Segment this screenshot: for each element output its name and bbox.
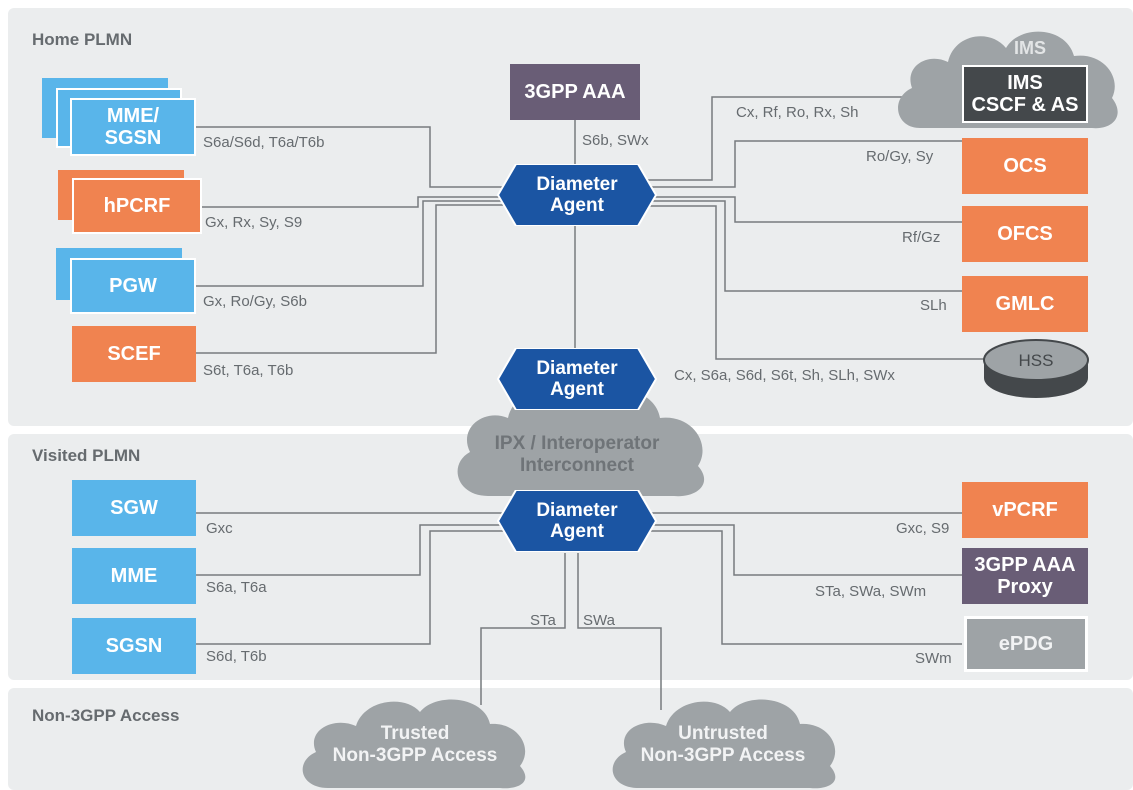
sgw-interface-label: Gxc bbox=[206, 520, 233, 537]
mme-sgsn-node: MME/ SGSN bbox=[70, 98, 196, 156]
home-plmn-title: Home PLMN bbox=[32, 30, 133, 49]
link-trusted bbox=[480, 553, 566, 705]
hpcrf-interface-label: Gx, Rx, Sy, S9 bbox=[205, 214, 303, 231]
link-ocs bbox=[648, 140, 962, 188]
untrusted-access-cloud bbox=[612, 699, 836, 789]
trusted-access-label: Trusted Non-3GPP Access bbox=[332, 723, 498, 766]
edge-diameter-agent-label: Diameter Agent bbox=[536, 358, 618, 400]
link-aaa-proxy bbox=[648, 524, 962, 576]
mme-node: MME bbox=[72, 548, 196, 604]
gmlc-node: GMLC bbox=[962, 276, 1088, 332]
ipx-cloud bbox=[457, 388, 705, 497]
ocs-interface-label: Ro/Gy, Sy bbox=[866, 148, 934, 165]
3gpp-aaa-label: 3GPP AAA bbox=[524, 81, 626, 103]
link-pgw bbox=[196, 200, 505, 287]
untrusted-access-label: Untrusted Non-3GPP Access bbox=[640, 723, 806, 766]
scef-node: SCEF bbox=[72, 326, 196, 382]
hpcrf-label: hPCRF bbox=[103, 195, 171, 217]
ipx-label: IPX / Interoperator Interconnect bbox=[494, 433, 660, 476]
link-mme-sgsn bbox=[196, 126, 505, 188]
scef-interface-label: S6t, T6a, T6b bbox=[203, 362, 294, 379]
non3gpp-zone: Non-3GPP Access bbox=[8, 688, 1133, 790]
gmlc-label: GMLC bbox=[995, 293, 1055, 315]
hpcrf-node: hPCRF bbox=[72, 178, 202, 234]
vpcrf-label: vPCRF bbox=[992, 499, 1058, 521]
edge-diameter-agent-shape bbox=[496, 348, 658, 410]
mme-sgsn-interface-label: S6a/S6d, T6a/T6b bbox=[203, 134, 325, 151]
sgsn-interface-label: S6d, T6b bbox=[206, 648, 267, 665]
scef-label: SCEF bbox=[107, 343, 161, 365]
aaa-proxy-interface-label: STa, SWa, SWm bbox=[815, 583, 927, 600]
link-ims bbox=[648, 96, 962, 181]
visited-diameter-agent-label: Diameter Agent bbox=[536, 500, 618, 542]
aaa-interface-label: S6b, SWx bbox=[582, 132, 649, 149]
link-sgsn bbox=[196, 530, 505, 645]
hss-interface-label: Cx, S6a, S6d, S6t, Sh, SLh, SWx bbox=[674, 367, 895, 384]
link-scef bbox=[196, 204, 505, 354]
non3gpp-title: Non-3GPP Access bbox=[32, 706, 180, 725]
sta-interface-label: STa bbox=[530, 612, 556, 629]
ims-interface-label: Cx, Rf, Ro, Rx, Sh bbox=[736, 104, 859, 121]
pgw-node: PGW bbox=[70, 258, 196, 314]
home-diameter-agent-shape bbox=[496, 164, 658, 226]
3gpp-aaa-proxy-node: 3GPP AAA Proxy bbox=[962, 548, 1088, 604]
sgw-label: SGW bbox=[110, 497, 158, 519]
hss-label: HSS bbox=[1018, 351, 1054, 370]
mme-sgsn-label: MME/ SGSN bbox=[104, 105, 162, 149]
epdg-interface-label: SWm bbox=[915, 650, 952, 667]
sgsn-label: SGSN bbox=[105, 635, 163, 657]
link-mme bbox=[196, 524, 505, 576]
home-diameter-agent-label: Diameter Agent bbox=[536, 174, 618, 216]
gmlc-interface-label: SLh bbox=[920, 297, 947, 314]
hss-cylinder bbox=[983, 339, 1089, 398]
ofcs-label: OFCS bbox=[997, 223, 1053, 245]
link-hpcrf bbox=[201, 196, 505, 208]
visited-diameter-agent-shape bbox=[496, 490, 658, 552]
link-untrusted bbox=[577, 553, 662, 710]
link-epdg bbox=[648, 530, 962, 645]
swa-interface-label: SWa bbox=[583, 612, 615, 629]
visited-plmn-title: Visited PLMN bbox=[32, 446, 141, 465]
trusted-access-cloud bbox=[302, 699, 526, 789]
pgw-interface-label: Gx, Ro/Gy, S6b bbox=[203, 293, 307, 310]
mme-interface-label: S6a, T6a bbox=[206, 579, 267, 596]
epdg-label: ePDG bbox=[998, 633, 1054, 655]
ims-cloud-label: IMS bbox=[1013, 38, 1046, 58]
pgw-label: PGW bbox=[109, 275, 157, 297]
mme-label: MME bbox=[110, 565, 158, 587]
sgsn-node: SGSN bbox=[72, 618, 196, 674]
ofcs-interface-label: Rf/Gz bbox=[902, 229, 941, 246]
3gpp-aaa-proxy-label: 3GPP AAA Proxy bbox=[974, 554, 1076, 598]
link-gmlc bbox=[648, 200, 962, 292]
ofcs-node: OFCS bbox=[962, 206, 1088, 262]
epdg-node: ePDG bbox=[964, 616, 1088, 672]
ims-cscf-as-node: IMS CSCF & AS bbox=[962, 65, 1088, 123]
ims-cscf-as-label: IMS CSCF & AS bbox=[971, 72, 1079, 116]
link-hss bbox=[648, 205, 984, 360]
3gpp-aaa-node: 3GPP AAA bbox=[510, 64, 640, 120]
vpcrf-node: vPCRF bbox=[962, 482, 1088, 538]
vpcrf-interface-label: Gxc, S9 bbox=[896, 520, 950, 537]
link-ofcs bbox=[648, 196, 962, 223]
ocs-node: OCS bbox=[962, 138, 1088, 194]
ocs-label: OCS bbox=[1003, 155, 1047, 177]
sgw-node: SGW bbox=[72, 480, 196, 536]
